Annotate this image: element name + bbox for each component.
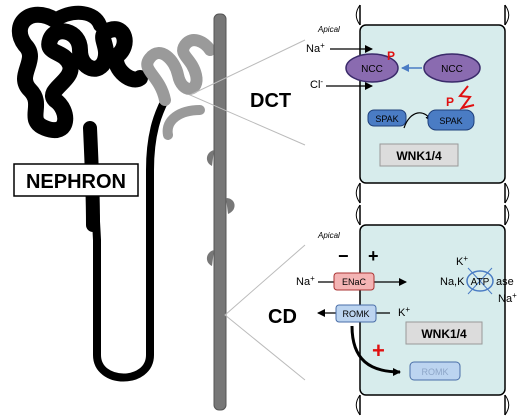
cd-label: CD bbox=[268, 306, 297, 328]
ncc-phospho-p: P bbox=[387, 49, 395, 63]
nephron-label: NEPHRON bbox=[26, 171, 126, 193]
collecting-duct-rod bbox=[213, 13, 227, 411]
dct-wnk-label: WNK1/4 bbox=[396, 149, 442, 163]
rod-branches bbox=[206, 150, 235, 266]
cd-apical-label: Apical bbox=[317, 231, 340, 240]
cd-wnk-box bbox=[405, 321, 483, 345]
ase-label: ase bbox=[496, 276, 514, 288]
spak-right-box bbox=[427, 109, 475, 131]
cd-cell bbox=[355, 204, 510, 416]
enac-channel bbox=[333, 272, 375, 291]
cd-na-out-ion: Na+ bbox=[498, 291, 517, 305]
dct-cl-ion: Cl- bbox=[310, 77, 323, 91]
ncc-phospho-transporter bbox=[345, 53, 399, 83]
dct-label: DCT bbox=[250, 90, 291, 112]
spak-phospho-p: P bbox=[446, 95, 454, 109]
ncc-right-label: NCC bbox=[441, 64, 463, 75]
dct-na-ion: Na+ bbox=[306, 41, 325, 55]
dct-cell bbox=[355, 4, 510, 204]
cd-k-in-ion: K+ bbox=[398, 305, 410, 319]
spak-right-label: SPAK bbox=[439, 116, 462, 126]
cd-wnk-label: WNK1/4 bbox=[421, 327, 467, 341]
cd-na-in-ion: Na+ bbox=[296, 274, 315, 288]
cd-zoom-cone bbox=[224, 244, 306, 381]
atp-label: ATP bbox=[471, 277, 490, 288]
spak-left-label: SPAK bbox=[375, 114, 398, 124]
cd-plus-sign: + bbox=[368, 246, 379, 266]
ncc-inactive-transporter bbox=[423, 53, 481, 83]
romk-channel bbox=[335, 304, 377, 323]
romk-internalization-arrow bbox=[350, 325, 401, 376]
romk-internal-label: ROMK bbox=[422, 367, 449, 377]
dct-wnk-box bbox=[379, 143, 459, 167]
cd-red-plus: + bbox=[372, 338, 385, 363]
ncc-left-label: NCC bbox=[361, 64, 383, 75]
romk-label: ROMK bbox=[343, 309, 370, 319]
atpase-cross-arrows bbox=[467, 267, 493, 295]
romk-internal-box bbox=[409, 361, 461, 381]
nak-label: Na,K bbox=[440, 276, 465, 288]
enac-label: ENaC bbox=[342, 277, 367, 287]
dct-apical-label: Apical bbox=[317, 25, 340, 34]
spak-phospho-zigzag-icon bbox=[458, 85, 475, 110]
spak-left-box bbox=[367, 109, 407, 127]
cd-minus-sign: − bbox=[338, 246, 349, 266]
nephron-label-box bbox=[13, 163, 139, 197]
cd-k-top-ion: K+ bbox=[456, 254, 468, 268]
dct-zoom-cone bbox=[188, 39, 306, 146]
